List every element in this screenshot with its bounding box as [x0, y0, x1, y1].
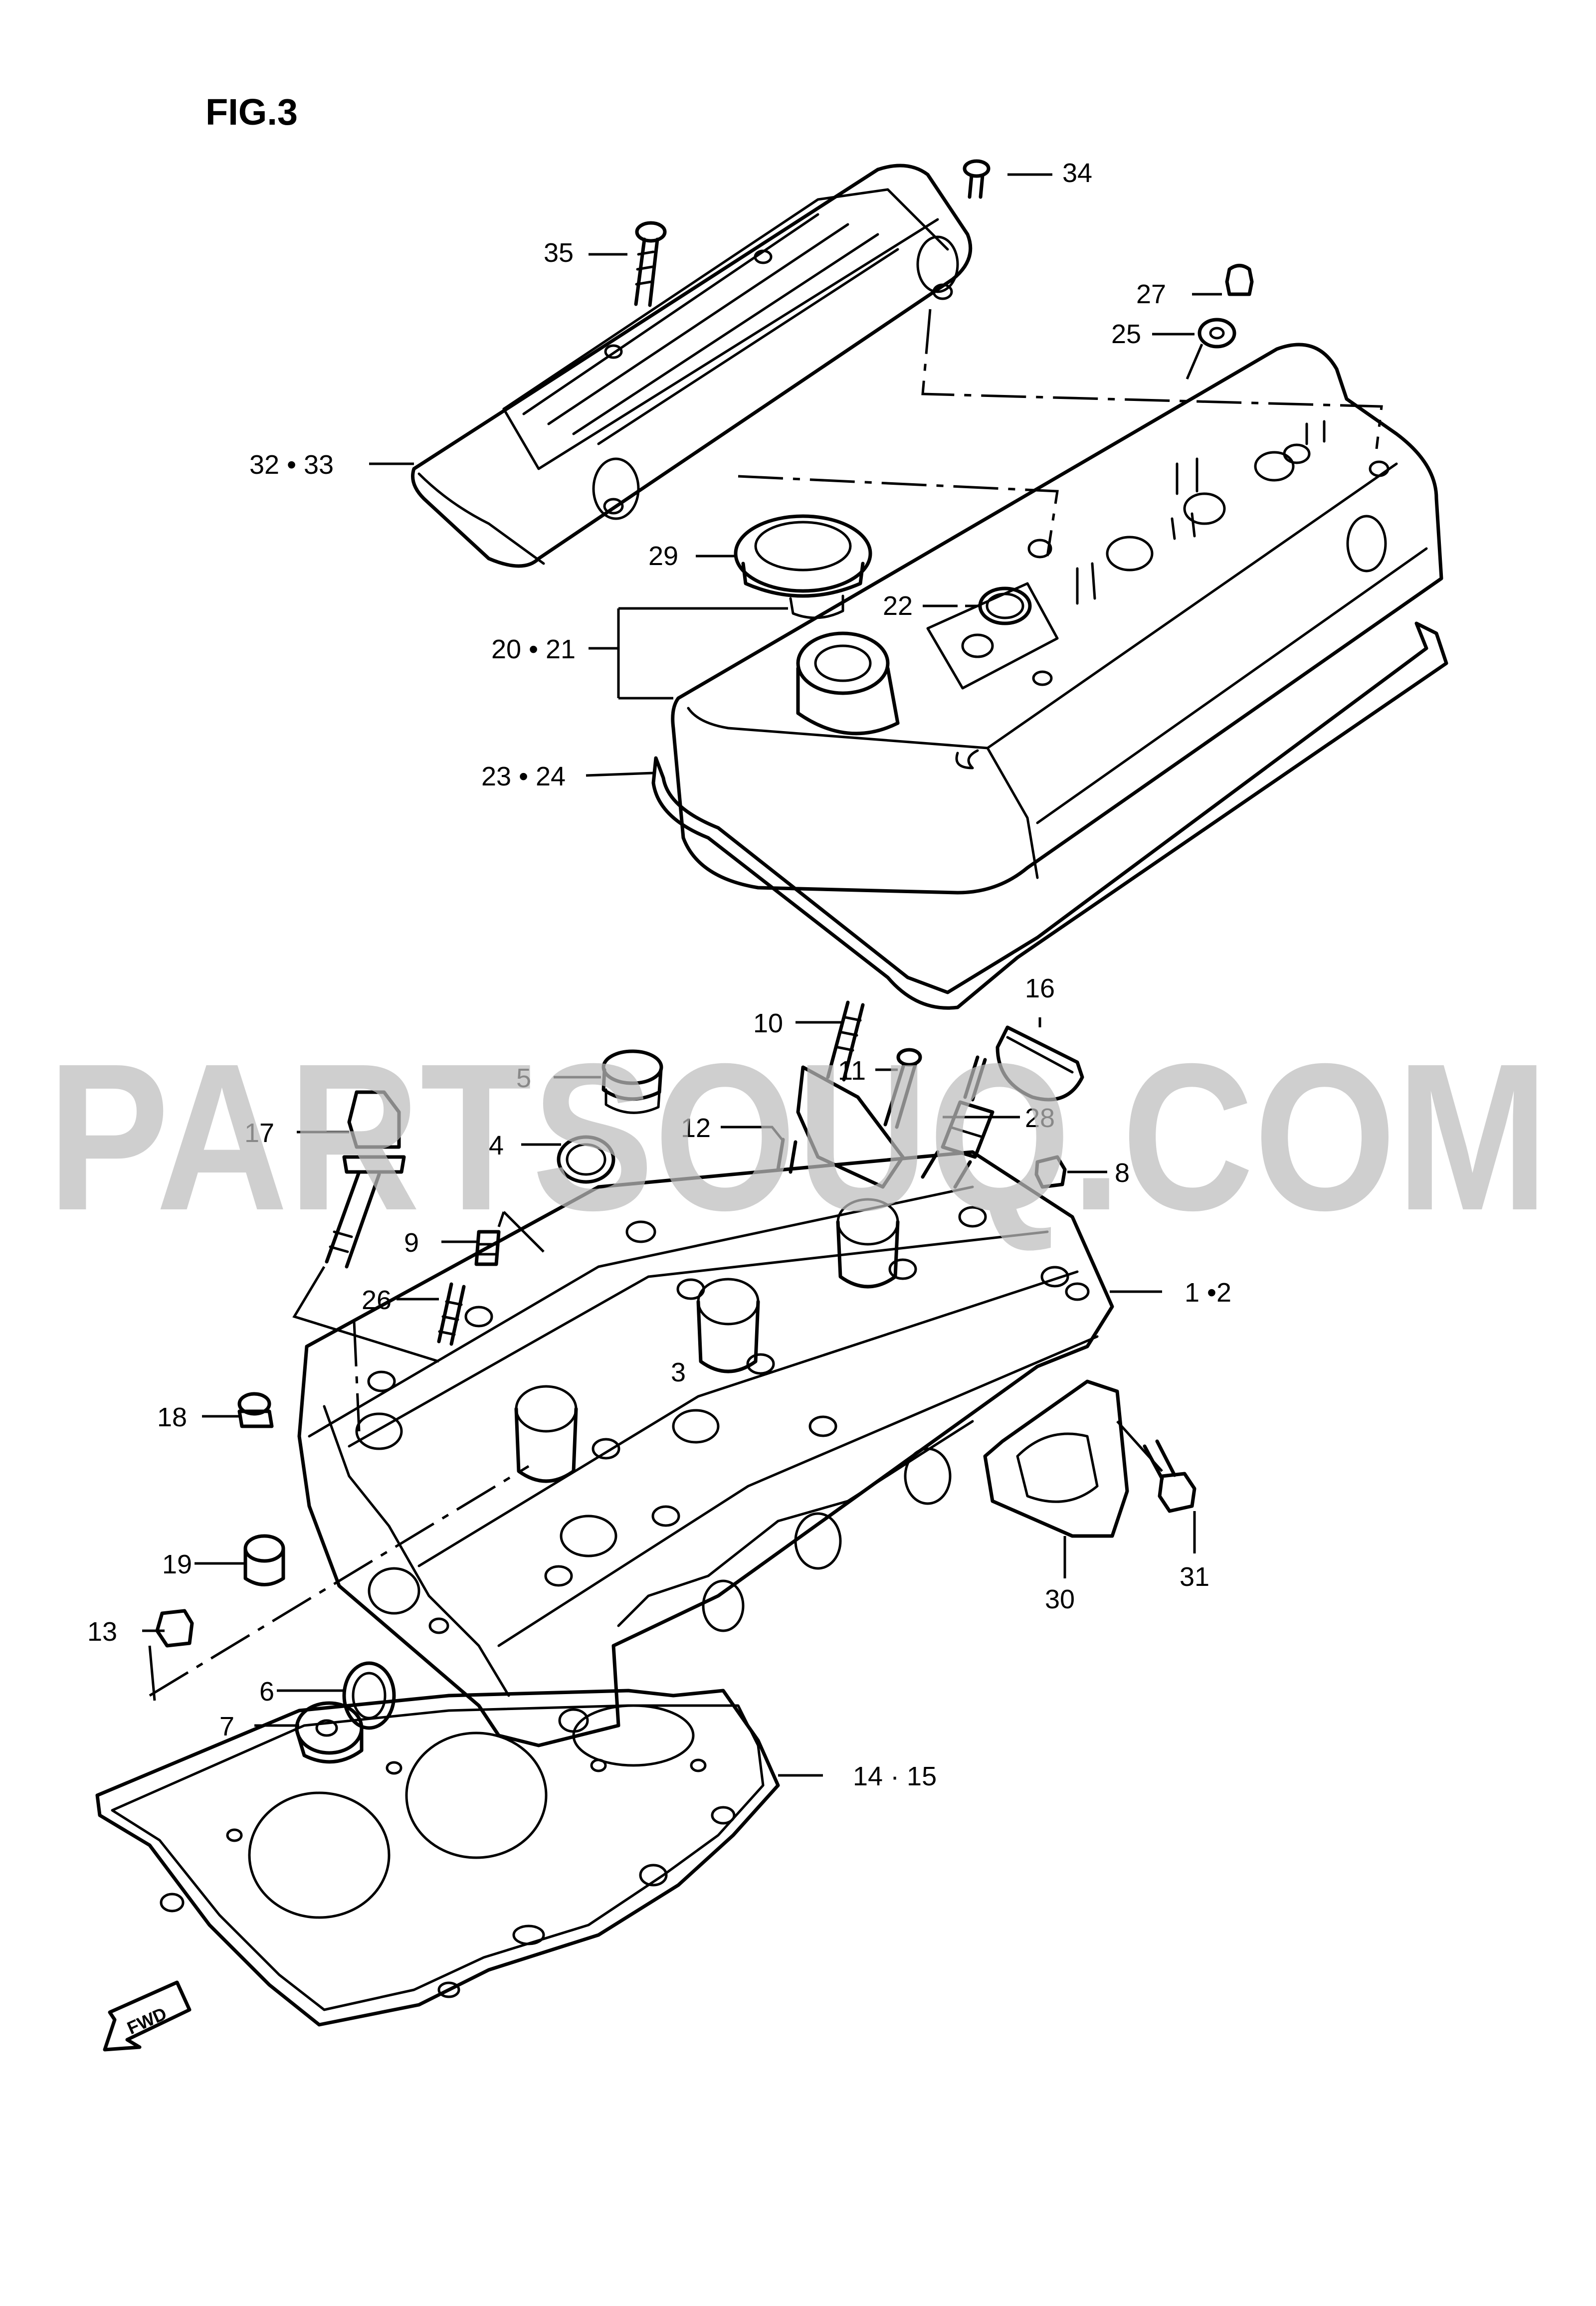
plug-5	[601, 1049, 663, 1114]
plug-7	[295, 1701, 364, 1764]
assembly-line-a	[738, 475, 1059, 557]
cover-plate-30	[983, 1379, 1129, 1538]
callout-labels: 34 35 27 25 32 • 33 29 22 20 • 21 23 • 2…	[87, 158, 1231, 1791]
callout-11: 11	[838, 1056, 866, 1086]
callout-19: 19	[162, 1549, 192, 1579]
bolt-31	[1143, 1439, 1197, 1513]
callout-13: 13	[87, 1617, 117, 1647]
callout-23-24: 23 • 24	[481, 762, 566, 791]
cylinder-head-gasket	[95, 1689, 780, 2027]
callout-26: 26	[362, 1285, 392, 1315]
bolt-35	[634, 221, 667, 307]
cylinder-head	[297, 1150, 1114, 1747]
assembly-line-c	[1186, 344, 1203, 380]
callout-31: 31	[1180, 1562, 1209, 1592]
forward-direction-arrow: FWD	[103, 1980, 192, 2052]
callout-17: 17	[244, 1118, 274, 1148]
callout-28: 28	[1025, 1103, 1055, 1133]
assembly-line-b	[921, 309, 1383, 449]
callout-18: 18	[157, 1402, 187, 1432]
cap-nut-27	[1225, 264, 1254, 296]
stud-10	[826, 1000, 865, 1082]
stud-12	[776, 1138, 798, 1174]
callout-7: 7	[219, 1712, 234, 1741]
callout-29: 29	[648, 541, 678, 571]
callout-6: 6	[259, 1677, 274, 1707]
fwd-label: FWD	[124, 2003, 170, 2039]
stud-26	[437, 1282, 466, 1346]
callout-1-2: 1 •2	[1185, 1278, 1231, 1308]
figure-title: FIG.3	[205, 91, 298, 133]
o-ring-22	[978, 586, 1032, 625]
half-moon-seal-16	[996, 1025, 1084, 1102]
bolt-34	[963, 159, 991, 199]
leader-lines	[142, 173, 1222, 1777]
watermark: PARTSOUQ.COM	[47, 1020, 1549, 1254]
callout-10: 10	[753, 1008, 783, 1038]
bolt-17	[325, 1090, 406, 1269]
bolt-18	[237, 1392, 274, 1428]
callout-3: 3	[671, 1357, 686, 1387]
camshaft-housing-bracket	[796, 1065, 905, 1189]
callout-22: 22	[883, 591, 913, 621]
oil-filler-cap-29	[734, 514, 872, 619]
callout-14-15: 14 · 15	[853, 1761, 937, 1791]
callout-30: 30	[1045, 1584, 1075, 1614]
callout-5: 5	[516, 1063, 531, 1093]
callout-32-33: 32 • 33	[249, 450, 334, 480]
head-cover-gasket	[651, 621, 1448, 1010]
callout-12: 12	[681, 1113, 711, 1143]
plug-8	[1034, 1155, 1067, 1189]
callout-20-21: 20 • 21	[491, 634, 576, 664]
callout-34: 34	[1062, 158, 1092, 188]
bolt-11	[883, 1048, 922, 1129]
callout-9: 9	[404, 1228, 419, 1258]
upper-cover	[411, 164, 973, 568]
callout-35: 35	[544, 238, 574, 268]
spark-plug-28	[921, 1055, 995, 1189]
dowel-19	[243, 1534, 285, 1586]
callout-27: 27	[1136, 279, 1166, 309]
washer-25	[1197, 318, 1236, 349]
callout-8: 8	[1115, 1158, 1130, 1188]
callout-16: 16	[1025, 973, 1055, 1003]
cylinder-head-cover	[671, 343, 1443, 895]
callout-4: 4	[489, 1131, 504, 1160]
gasket-4	[557, 1135, 615, 1184]
plug-13	[155, 1609, 194, 1648]
callout-25: 25	[1111, 319, 1141, 349]
